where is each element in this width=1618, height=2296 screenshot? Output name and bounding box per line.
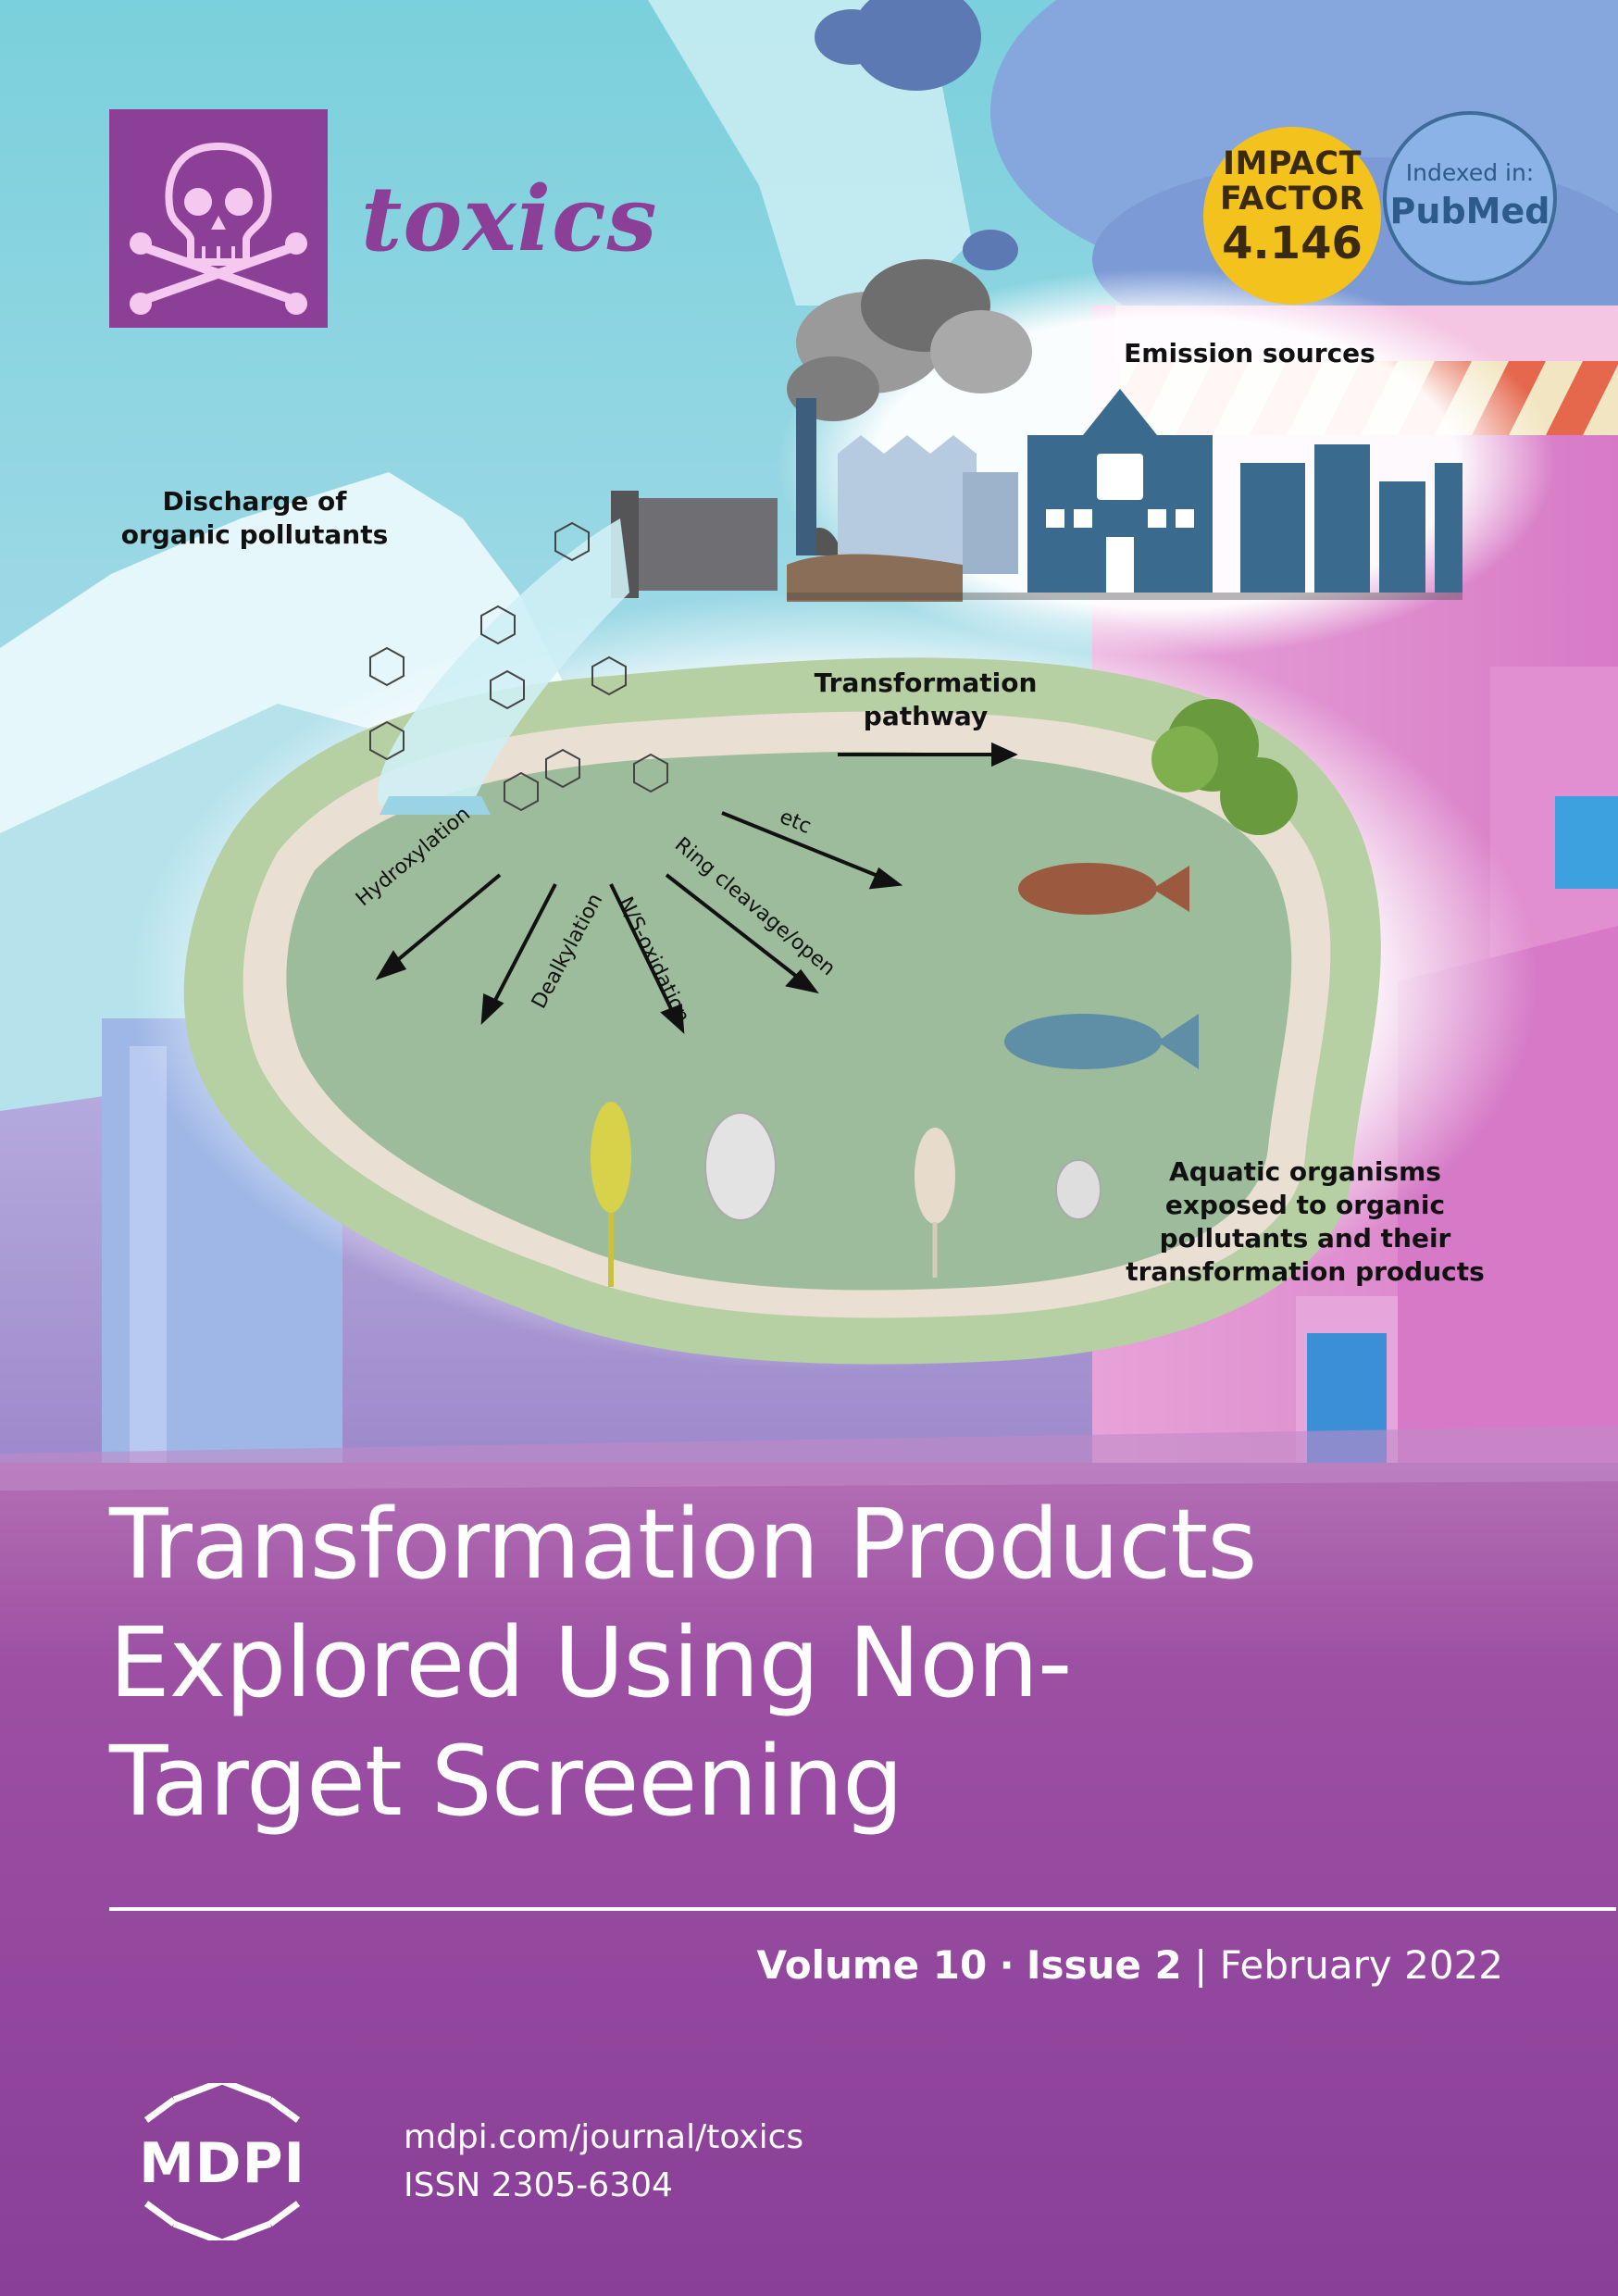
issue-info: Volume 10 · Issue 2 | February 2022 [757, 1942, 1503, 1988]
volume-label: Volume 10 [756, 1942, 988, 1988]
journal-logo [109, 109, 328, 328]
indexed-label: Indexed in: [1405, 159, 1535, 186]
journal-name: toxics [361, 167, 658, 271]
title-line: Target Screening [109, 1725, 903, 1838]
discharge-label-line: organic pollutants [120, 519, 389, 550]
issn: ISSN 2305-6304 [404, 2166, 673, 2204]
title-line: Transformation Products [109, 1488, 1257, 1601]
impact-factor-label-2: FACTOR [1219, 181, 1365, 218]
discharge-label: Discharge of organic pollutants [102, 485, 407, 552]
issue-label: Issue 2 [1026, 1942, 1182, 1988]
journal-url[interactable]: mdpi.com/journal/toxics [404, 2118, 804, 2156]
aquatic-label-line: exposed to organic [1164, 1190, 1446, 1220]
impact-factor-value: 4.146 [1222, 218, 1363, 269]
date-separator: | [1194, 1942, 1208, 1988]
publisher-name: MDPI [139, 2131, 305, 2196]
issue-date: February 2022 [1219, 1942, 1503, 1988]
discharge-label-line: Discharge of [162, 486, 347, 517]
aquatic-label-line: transformation products [1126, 1256, 1485, 1287]
aquatic-label-line: pollutants and their [1159, 1223, 1451, 1254]
publisher-logo: MDPI [109, 2078, 335, 2246]
pathway-label-line: pathway [863, 701, 989, 731]
impact-factor-label-1: IMPACT [1223, 145, 1362, 182]
emission-sources-label: Emission sources [1124, 338, 1375, 368]
transformation-pathway-label: Transformation pathway [787, 667, 1064, 733]
title-divider [109, 1907, 1616, 1911]
pubmed-label: PubMed [1389, 191, 1550, 231]
issue-separator: · [999, 1942, 1014, 1988]
aquatic-organisms-label: Aquatic organisms exposed to organic pol… [1120, 1155, 1490, 1289]
cover-title: Transformation Products Explored Using N… [109, 1485, 1553, 1841]
pubmed-badge: Indexed in: PubMed [1383, 111, 1557, 285]
aquatic-label-line: Aquatic organisms [1169, 1156, 1441, 1187]
pathway-label-line: Transformation [814, 668, 1038, 698]
skull-crossbones-icon [130, 142, 307, 315]
impact-factor-badge: IMPACT FACTOR 4.146 [1203, 127, 1381, 305]
title-line: Explored Using Non- [109, 1606, 1072, 1719]
